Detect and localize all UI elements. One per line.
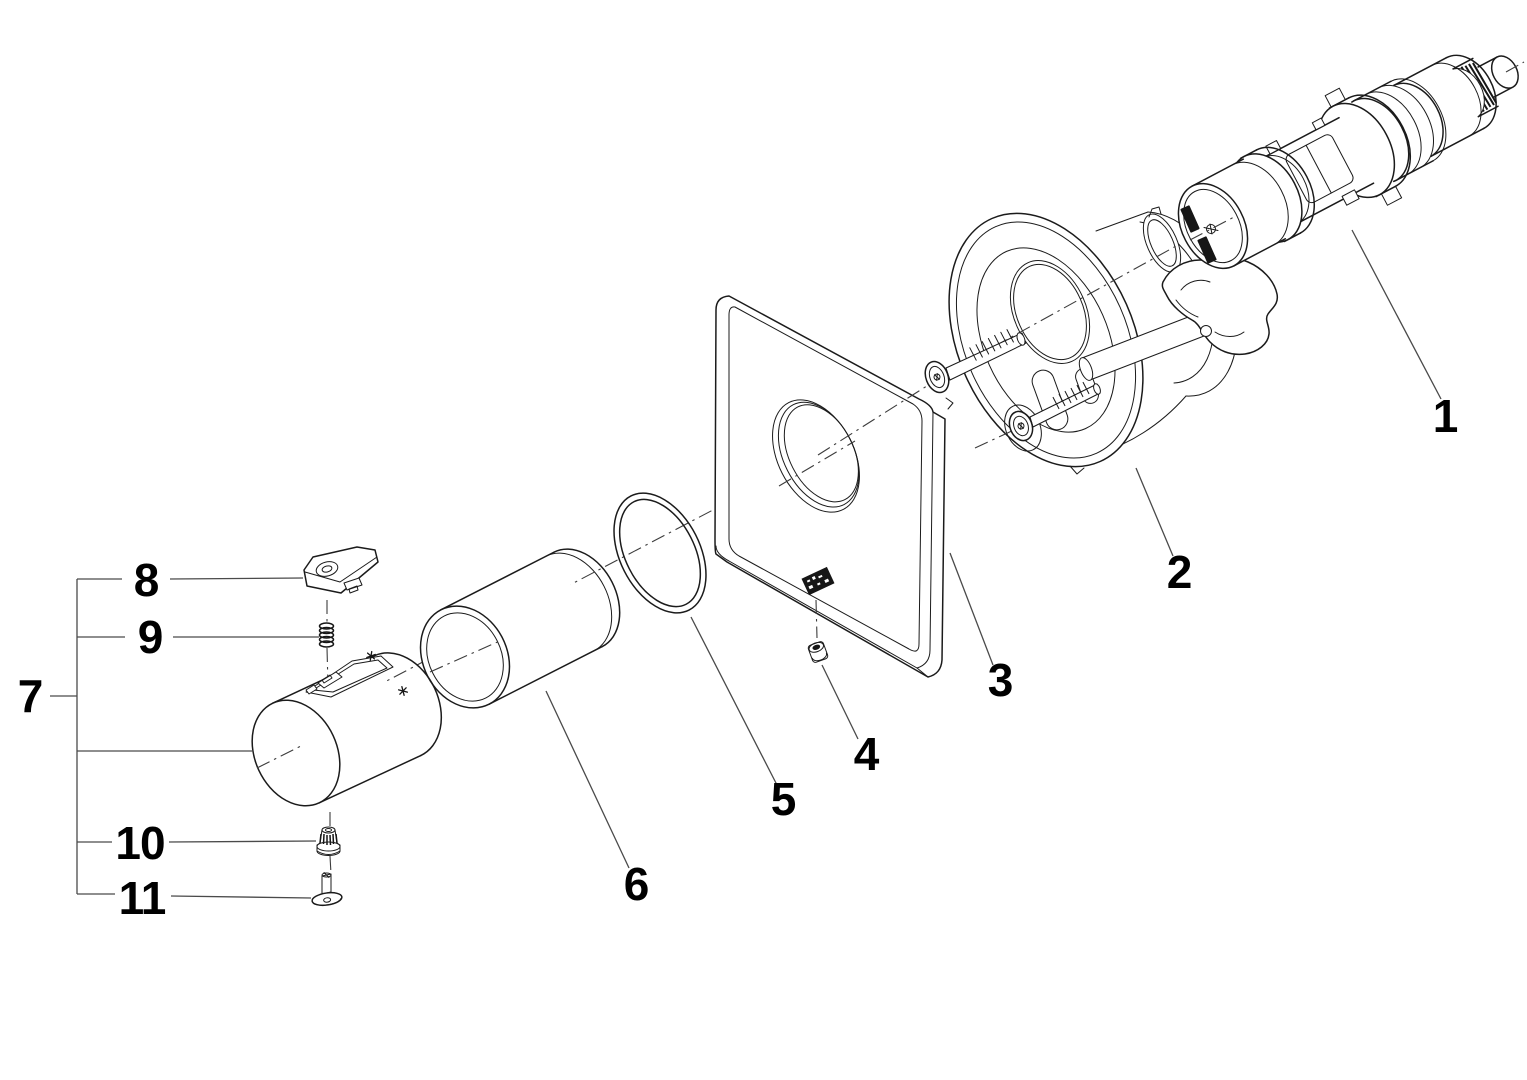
part-4-set-screw	[807, 641, 829, 663]
center-axis-line	[1505, 61, 1525, 73]
callout-1: 1	[1432, 390, 1459, 442]
part-8-handle-cap	[303, 546, 379, 594]
screw-head	[1008, 410, 1034, 442]
callout-2: 2	[1166, 546, 1193, 598]
flange-center-hole	[1009, 260, 1091, 364]
center-axis-line	[817, 383, 931, 456]
callout-10: 10	[115, 817, 165, 869]
group-bracket-7	[50, 577, 319, 899]
brand-logo	[801, 566, 835, 596]
leader-line-6	[545, 690, 630, 869]
callout-6: 6	[623, 858, 650, 910]
housing-screw-lower	[1008, 381, 1101, 442]
center-axis-line	[947, 244, 1179, 373]
leader-line-4	[821, 664, 859, 740]
part-1-thermostatic-cartridge	[1177, 54, 1519, 270]
callout-7: 7	[17, 670, 44, 722]
leader-line-3	[949, 552, 994, 666]
center-axis-line	[1189, 215, 1237, 241]
housing-screw-upper	[924, 329, 1027, 394]
leader-line-5	[690, 616, 778, 786]
callout-11: 11	[118, 872, 167, 924]
callout-3: 3	[987, 654, 1014, 706]
part-11-handle-screw	[311, 872, 343, 907]
leader-line-1	[1351, 229, 1442, 400]
callout-5: 5	[770, 773, 797, 825]
part-5-o-ring	[613, 492, 707, 614]
handle-top-slot	[305, 655, 394, 698]
part-3-cover-plate	[714, 295, 946, 678]
callout-8: 8	[133, 554, 160, 606]
cartridge-center-screw	[1203, 223, 1219, 235]
center-axis-line	[429, 639, 503, 673]
center-axis-line	[974, 429, 1015, 449]
cartridge-label-bar	[1180, 205, 1200, 233]
callout-9: 9	[137, 611, 164, 663]
center-axis-line	[815, 599, 818, 639]
cartridge-label-bar	[1197, 236, 1217, 264]
plate-handle-hole	[772, 399, 860, 513]
part-9-spring	[318, 622, 335, 648]
callout-4: 4	[853, 728, 880, 780]
part-6-sleeve	[419, 548, 621, 709]
snowflake-icon	[398, 686, 408, 696]
part-10-adapter-nut	[316, 826, 341, 856]
center-axis-line	[256, 744, 304, 769]
leader-line-2	[1135, 467, 1174, 557]
screw-head	[924, 360, 950, 394]
part-7-handle	[251, 650, 443, 807]
center-axis-line	[778, 440, 856, 487]
snowflake-icon	[366, 650, 376, 662]
part-2-mounting-housing	[945, 206, 1279, 475]
